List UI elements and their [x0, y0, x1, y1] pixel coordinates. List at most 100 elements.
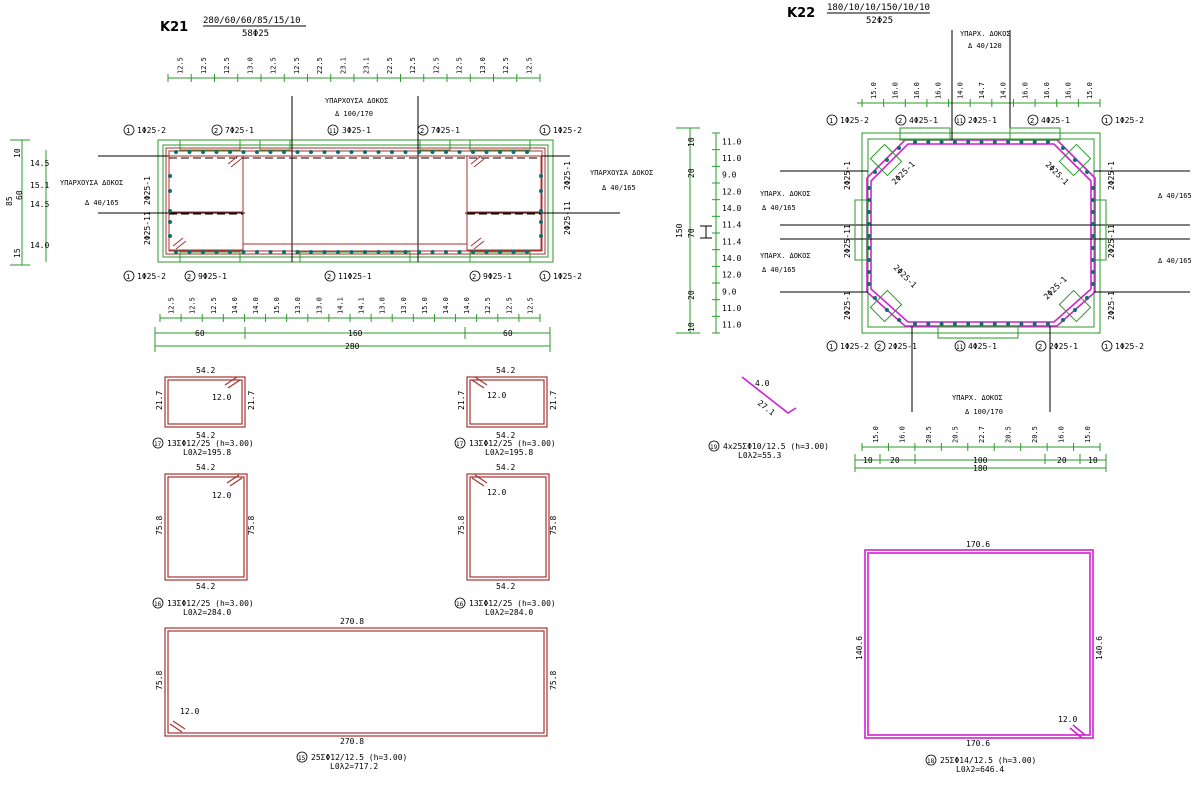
k21-beam-left-label: ΥΠΑΡΧΟΥΣΑ ΔΟΚΟΣ — [60, 179, 123, 187]
k22-beam-top-size: Δ 40/120 — [968, 42, 1002, 50]
k22-left-dim-1: 11.0 — [722, 137, 741, 146]
k21-bars: 58Φ25 — [242, 29, 269, 39]
k22-bar-9 — [1019, 140, 1024, 144]
k22-bar-38 — [1091, 270, 1095, 274]
svg-text:1: 1 — [542, 273, 546, 281]
svg-text:11: 11 — [956, 344, 964, 351]
k21-bar-27 — [525, 150, 529, 154]
k21-stirrup-big-spec: 25ΣΦ12/12.5 (h=3.00) — [311, 753, 407, 762]
k22-hook-bar-spec: 4x25ΣΦ10/12.5 (h=3.00) — [723, 442, 829, 451]
svg-text:14.0: 14.0 — [30, 241, 49, 250]
k21-bar-2 — [187, 150, 192, 154]
k22-left-dim-3: 9.0 — [722, 171, 737, 180]
k21-bottom-dim-9: 14.1 — [336, 297, 344, 314]
svg-text:170.6: 170.6 — [966, 540, 990, 549]
k21-overall-part-1: 60 — [195, 329, 205, 338]
k21-bar-32 — [228, 250, 232, 254]
k22-top-dim-3: 16.0 — [913, 82, 921, 99]
k21-rebar-top-1: 1Φ25-2 — [137, 126, 166, 135]
svg-text:75.8: 75.8 — [549, 671, 558, 690]
k21-bar-51 — [484, 250, 489, 254]
svg-text:54.2: 54.2 — [496, 431, 515, 440]
k22-bar-31 — [867, 234, 871, 238]
k21-overall-part-2: 160 — [348, 329, 363, 338]
k22-bottom-dim-1: 15.0 — [872, 426, 880, 443]
k21-overall-part-3: 60 — [503, 329, 513, 338]
svg-text:75.8: 75.8 — [247, 516, 256, 535]
svg-text:2Φ25-1: 2Φ25-1 — [1107, 161, 1116, 190]
k22-bar-47 — [873, 296, 877, 300]
k21-bottom-dim-7: 13.0 — [294, 297, 302, 314]
svg-text:12.0: 12.0 — [212, 491, 231, 500]
svg-text:21.7: 21.7 — [247, 391, 256, 410]
svg-text:270.8: 270.8 — [340, 737, 364, 746]
k21-beam-left-size: Δ 40/165 — [85, 199, 119, 207]
k21-bar-48 — [444, 250, 448, 254]
k22-beam-right1-size: Δ 40/165 — [1158, 192, 1192, 200]
svg-text:1: 1 — [1104, 117, 1108, 125]
k22-spec: 180/10/10/150/10/10 — [827, 3, 930, 13]
k21-bar-59 — [168, 209, 172, 213]
k22-top-dim-8: 16.0 — [1021, 82, 1029, 99]
k21-bar-12 — [322, 150, 327, 154]
k21-bar-8 — [268, 150, 273, 154]
k21-bottom-dim-5: 14.0 — [252, 297, 260, 314]
k21-top-dim-8: 23.1 — [339, 57, 347, 74]
k21-bottom-dim-8: 13.0 — [315, 297, 323, 314]
svg-text:140.6: 140.6 — [1095, 636, 1104, 660]
svg-text:4Φ25-1: 4Φ25-1 — [1041, 116, 1070, 125]
svg-text:54.2: 54.2 — [496, 582, 515, 591]
svg-text:2Φ25-11: 2Φ25-11 — [1107, 224, 1116, 258]
svg-text:20: 20 — [1057, 456, 1067, 465]
k22-rebar-bottom-labels: 1 1Φ25-2 2 2Φ25-1 11 4Φ25-1 2 2Φ25-1 1 1… — [826, 340, 1144, 352]
k22-bar-46 — [1061, 146, 1065, 150]
k21-bar-36 — [282, 250, 286, 254]
k22-bar-15 — [952, 322, 957, 326]
k21-beam-right-label: ΥΠΑΡΧΟΥΣΑ ΔΟΚΟΣ — [590, 169, 653, 177]
k22-bar-7 — [992, 140, 997, 144]
k21-beam-top-size: Δ 100/170 — [335, 110, 373, 118]
k21-bar-62 — [539, 220, 543, 224]
k22-bar-33 — [867, 246, 871, 250]
k21-bottom-dim-17: 12.5 — [505, 297, 513, 314]
k21-left-dimension-chain: 10 14.5 15.1 14.5 14.0 15 85 60 — [5, 139, 49, 266]
k22-bar-45 — [1073, 158, 1077, 162]
svg-text:150: 150 — [675, 223, 684, 238]
k22-bar-29 — [867, 222, 871, 226]
svg-text:2: 2 — [472, 273, 476, 281]
k22-bar-44 — [1085, 170, 1089, 174]
k21-rebar-bottom-labels: 1 1Φ25-2 2 9Φ25-1 2 11Φ25-1 2 9Φ25-1 1 1… — [123, 270, 582, 282]
svg-text:100: 100 — [973, 456, 988, 465]
k21-overall-total: 280 — [345, 342, 360, 351]
k22-left-dim-9: 12.0 — [722, 271, 741, 280]
k21-bar-55 — [168, 174, 172, 178]
k21-bar-42 — [363, 250, 367, 254]
svg-text:2: 2 — [1030, 117, 1034, 125]
svg-text:2Φ25-1: 2Φ25-1 — [968, 116, 997, 125]
svg-text:2: 2 — [327, 273, 331, 281]
svg-text:19: 19 — [710, 444, 718, 451]
k22-bottom-dim-9: 15.0 — [1084, 426, 1092, 443]
k21-beam-right-size: Δ 40/165 — [602, 184, 636, 192]
svg-text:10: 10 — [863, 456, 873, 465]
k21-stirrup-mid-length: L0λ2=284.0 — [183, 608, 231, 617]
k22-bar-49 — [897, 318, 901, 322]
k22-bar-39 — [867, 282, 871, 286]
svg-text:54.2: 54.2 — [196, 431, 215, 440]
svg-text:140.6: 140.6 — [855, 636, 864, 660]
k22-bottom-dim-4: 20.5 — [952, 426, 960, 443]
k22-bar-20 — [1019, 322, 1024, 326]
k21-bar-53 — [511, 250, 516, 254]
k21-bar-9 — [282, 150, 286, 154]
svg-text:L0λ2=195.8: L0λ2=195.8 — [485, 448, 533, 457]
k22-bar-43 — [897, 146, 901, 150]
k21-stirrup-small-length: L0λ2=195.8 — [183, 448, 231, 457]
k21-bar-1 — [174, 150, 178, 154]
k21-bar-39 — [322, 250, 327, 254]
k21-bar-35 — [268, 250, 273, 254]
k22-top-dim-10: 16.0 — [1065, 82, 1073, 99]
k22-bar-18 — [992, 322, 997, 326]
k21-rebar-bottom-3: 11Φ25-1 — [338, 272, 372, 281]
